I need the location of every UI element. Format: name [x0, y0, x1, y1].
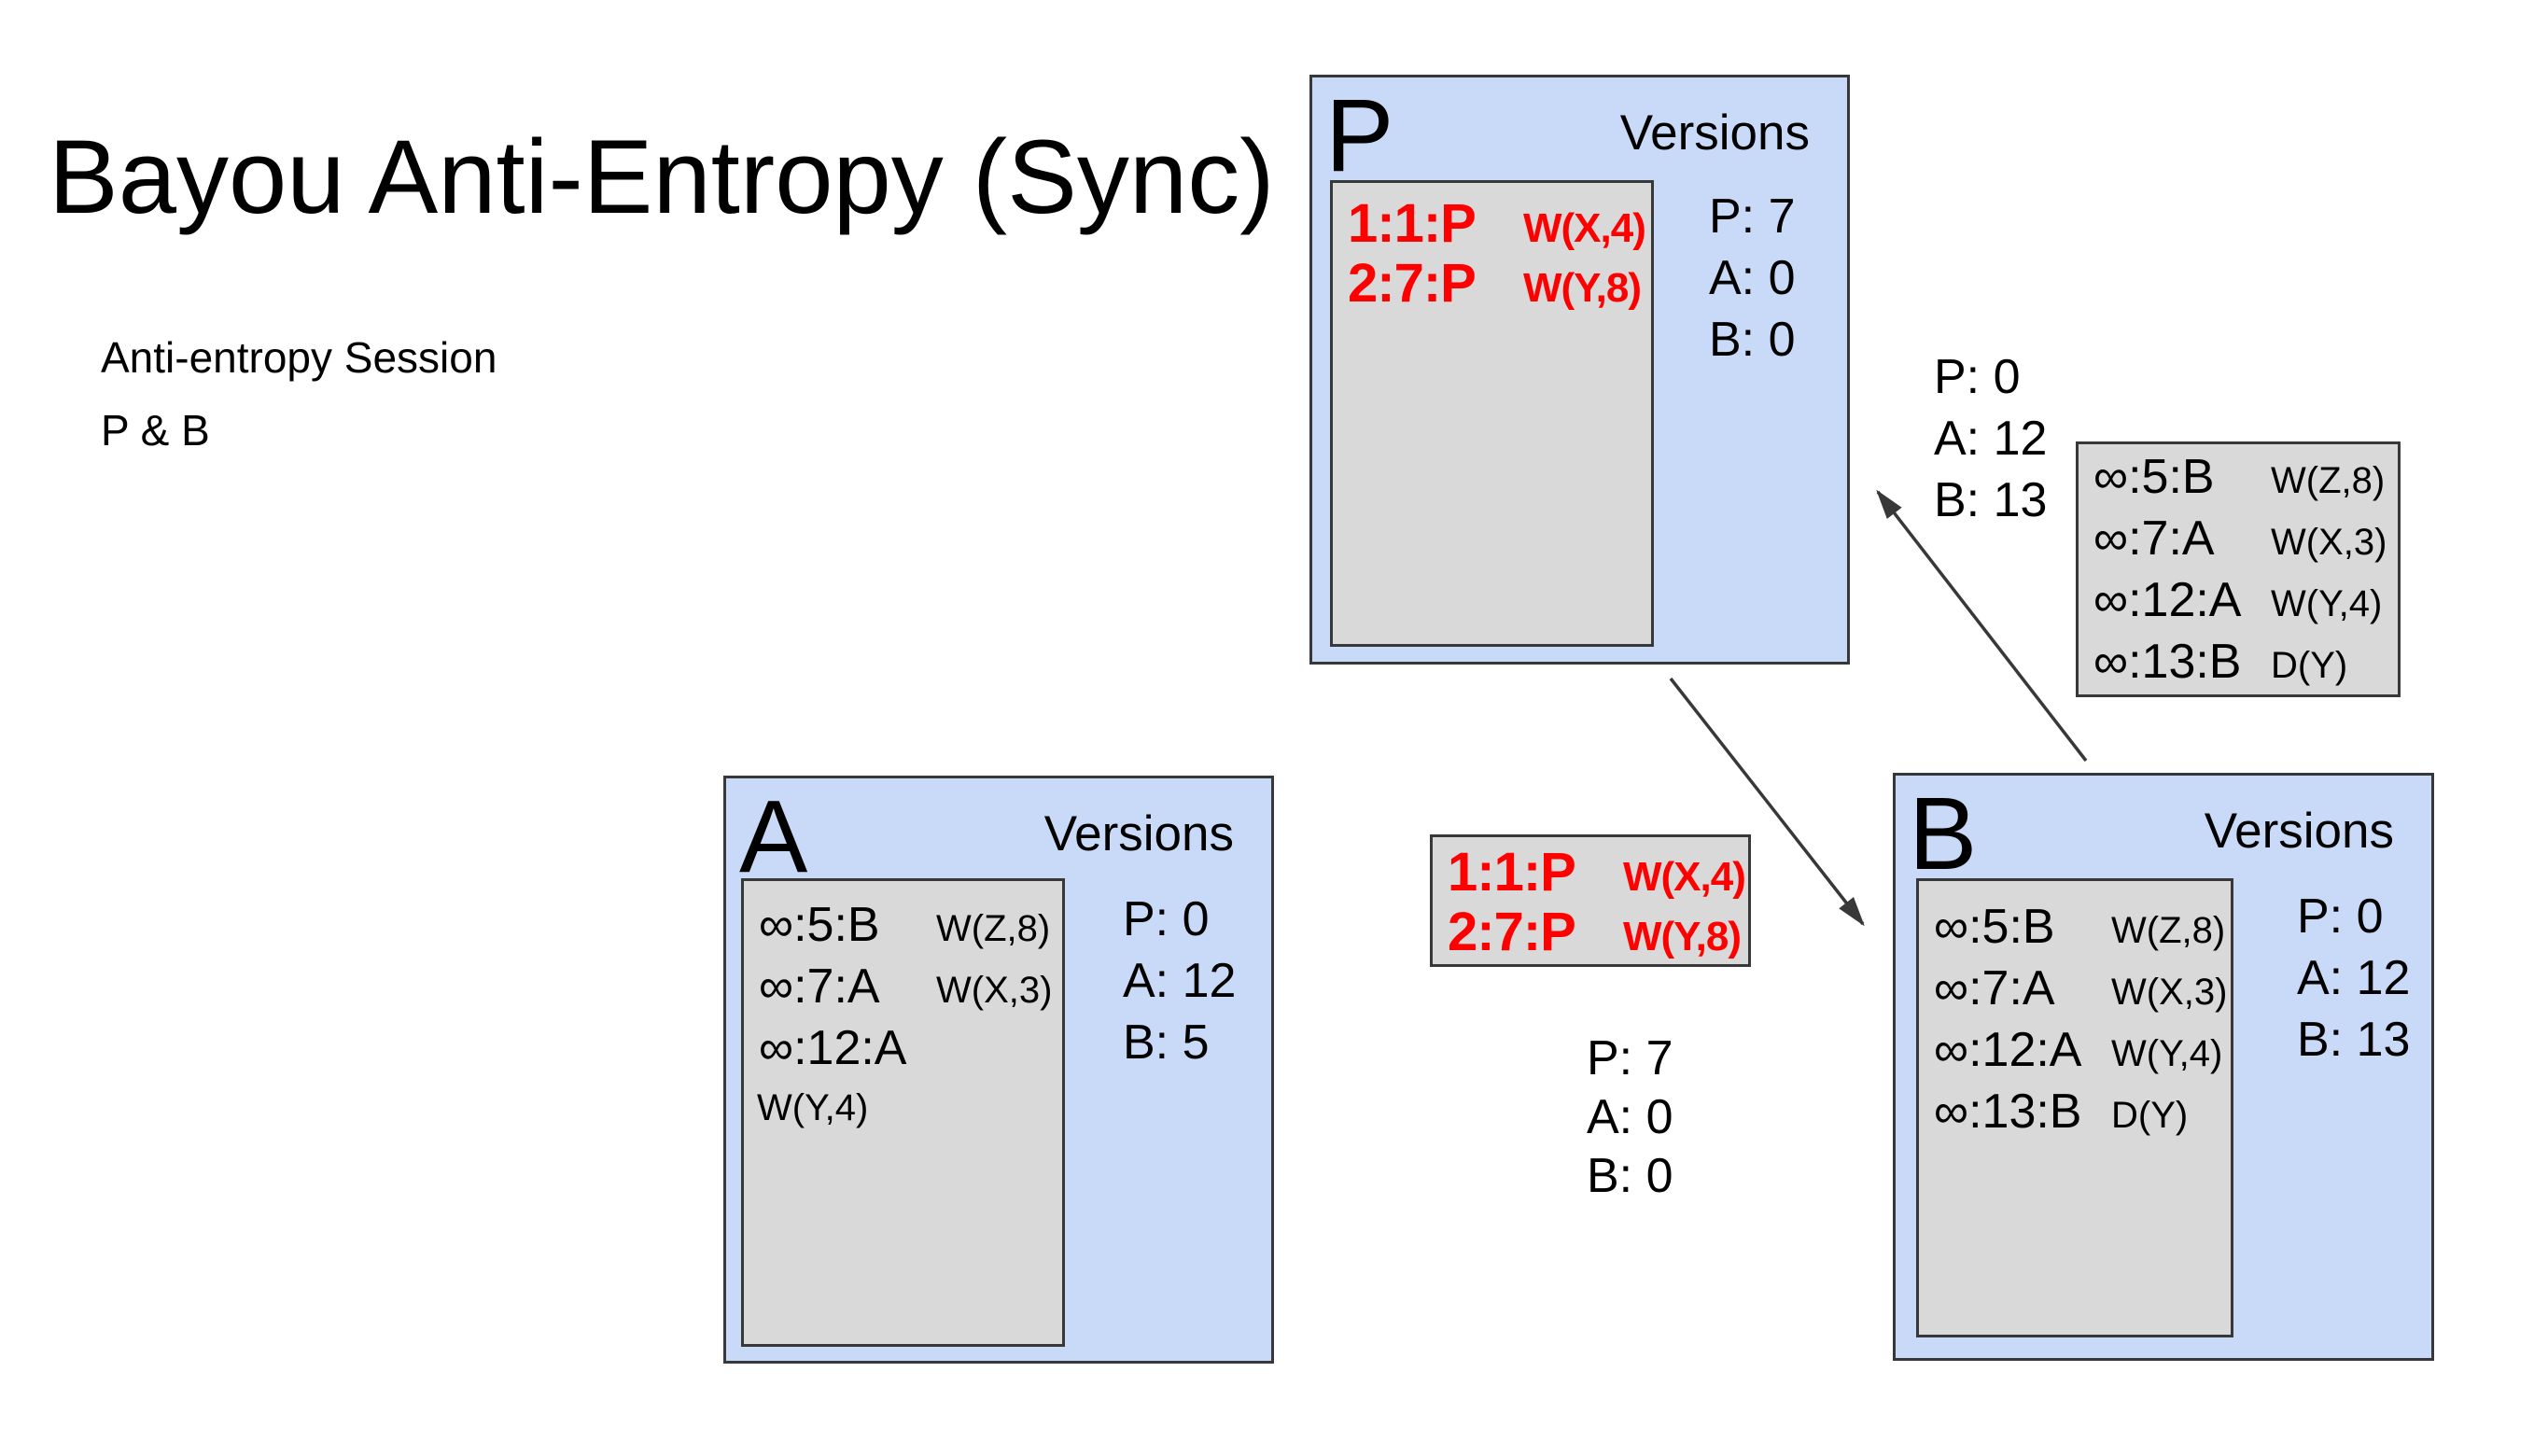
log-entry: ∞:13:B D(Y) [1919, 1081, 2231, 1142]
log-entry-op: W(Y,4) [2271, 583, 2383, 624]
log-entry-op: W(X,4) [1523, 205, 1646, 251]
log-entry-op: W(Z,8) [2111, 910, 2226, 951]
log-entry: ∞:5:B W(Z,8) [1919, 896, 2231, 958]
node-p-version-vector: P: 7 A: 0 B: 0 [1709, 186, 1796, 371]
log-entry-op: W(Y,4) [757, 1087, 869, 1128]
version-vector-line: B: 0 [1709, 313, 1796, 367]
version-vector-line: B: 5 [1123, 1015, 1210, 1070]
session-note: Anti-entropy Session P & B [101, 321, 497, 467]
session-note-line-1: Anti-entropy Session [101, 333, 497, 382]
version-vector-line: A: 0 [1709, 251, 1796, 305]
log-entry: ∞:7:A W(X,3) [1919, 958, 2231, 1019]
log-entry: 2:7:P W(Y,8) [1433, 903, 1748, 962]
version-vector-line: P: 7 [1709, 189, 1796, 244]
slide-title: Bayou Anti-Entropy (Sync) [49, 119, 1275, 235]
log-entry: 2:7:P W(Y,8) [1333, 254, 1651, 314]
log-entry-id: ∞:13:B [1934, 1085, 2082, 1139]
version-vector-line: P: 0 [2297, 889, 2384, 944]
node-b-write-log: ∞:5:B W(Z,8) ∞:7:A W(X,3) ∞:12:A W(Y,4) ∞:1… [1916, 878, 2233, 1337]
log-entry-op: D(Y) [2111, 1095, 2189, 1136]
node-p-write-log: 1:1:P W(X,4) 2:7:P W(Y,8) [1330, 180, 1654, 647]
version-vector-line: A: 12 [1123, 954, 1237, 1008]
log-entry-id: ∞:5:B [759, 898, 880, 952]
log-entry-id: ∞:7:A [1934, 961, 2055, 1015]
log-entry-id: ∞:5:B [1934, 900, 2055, 954]
node-a-write-log: ∞:5:B W(Z,8) ∞:7:A W(X,3) ∞:12:A W(Y,4) [741, 878, 1065, 1347]
version-vector-line: P: 0 [1934, 350, 2021, 404]
log-entry-id: ∞:13:B [2093, 635, 2242, 689]
log-entry: ∞:13:B D(Y) [2079, 631, 2398, 693]
log-entry-op: W(Y,8) [1623, 914, 1742, 959]
log-entry-op: W(X,4) [1623, 854, 1746, 900]
log-entry: ∞:7:A W(X,3) [2079, 508, 2398, 569]
log-entry-id: ∞:5:B [2093, 450, 2215, 504]
node-b: B Versions ∞:5:B W(Z,8) ∞:7:A W(X,3) ∞:12:… [1893, 773, 2434, 1361]
node-a-versions-label: Versions [1043, 806, 1234, 861]
node-a-version-vector: P: 0 A: 12 B: 5 [1123, 889, 1236, 1073]
version-vector-line: P: 7 [1587, 1031, 1673, 1085]
log-entry: ∞:12:A W(Y,4) [1919, 1019, 2231, 1081]
log-entry-id: ∞:7:A [759, 959, 880, 1014]
log-entry-id: 2:7:P [1448, 902, 1576, 962]
log-entry-id: ∞:12:A [759, 1021, 907, 1075]
version-vector-line: A: 12 [2297, 951, 2411, 1005]
log-entry: ∞:12:A W(Y,4) [2079, 569, 2398, 631]
version-vector-line: B: 0 [1587, 1149, 1673, 1203]
b-sent-version-vector: P: 0 A: 12 B: 13 [1934, 346, 2047, 531]
node-b-versions-label: Versions [2204, 804, 2394, 859]
session-note-line-2: P & B [101, 406, 210, 455]
log-entry-id: 1:1:P [1348, 193, 1477, 254]
log-entry: 1:1:P W(X,4) [1433, 843, 1748, 903]
log-entry-op: D(Y) [2271, 645, 2348, 686]
log-entry-id: ∞:12:A [1934, 1023, 2082, 1077]
log-entry-id: ∞:7:A [2093, 511, 2215, 566]
node-p: P Versions 1:1:P W(X,4) 2:7:P W(Y,8) P: 7 … [1309, 75, 1850, 665]
version-vector-line: A: 0 [1587, 1090, 1673, 1144]
log-entry-id: 2:7:P [1348, 253, 1477, 314]
node-p-versions-label: Versions [1619, 105, 1810, 161]
version-vector-line: P: 0 [1123, 892, 1210, 946]
log-entry-op: W(Z,8) [936, 908, 1051, 949]
log-entry-op: W(X,3) [2111, 972, 2228, 1013]
log-entry: ∞:5:B W(Z,8) [744, 894, 1062, 956]
log-entry: ∞:12:A [744, 1017, 1062, 1079]
node-a: A Versions ∞:5:B W(Z,8) ∞:7:A W(X,3) ∞:12:… [723, 776, 1274, 1364]
node-b-label: B [1909, 777, 1978, 891]
log-entry-op: W(X,3) [936, 970, 1053, 1011]
log-entry-id: 1:1:P [1448, 842, 1576, 903]
p-sent-updates-box: 1:1:P W(X,4) 2:7:P W(Y,8) [1430, 834, 1751, 967]
version-vector-line: B: 13 [1934, 473, 2048, 527]
node-b-version-vector: P: 0 A: 12 B: 13 [2297, 886, 2410, 1071]
arrow-b-to-p [1876, 489, 2088, 763]
node-p-label: P [1325, 78, 1394, 193]
log-entry: ∞:7:A W(X,3) [744, 956, 1062, 1017]
log-entry: ∞:5:B W(Z,8) [2079, 446, 2398, 508]
log-entry-op: W(Y,8) [1523, 265, 1642, 311]
version-vector-line: A: 12 [1934, 412, 2048, 466]
log-entry: 1:1:P W(X,4) [1333, 194, 1651, 254]
log-entry-op: W(Y,4) [2111, 1033, 2223, 1074]
log-entry-op: W(X,3) [2271, 522, 2387, 563]
version-vector-line: B: 13 [2297, 1013, 2411, 1067]
log-entry-op: W(Z,8) [2271, 460, 2386, 501]
log-entry-id: ∞:12:A [2093, 573, 2242, 627]
p-sent-version-vector: P: 7 A: 0 B: 0 [1587, 1029, 1673, 1206]
node-a-label: A [739, 779, 808, 894]
b-sent-updates-box: ∞:5:B W(Z,8) ∞:7:A W(X,3) ∞:12:A W(Y,4) ∞:1… [2076, 441, 2401, 697]
